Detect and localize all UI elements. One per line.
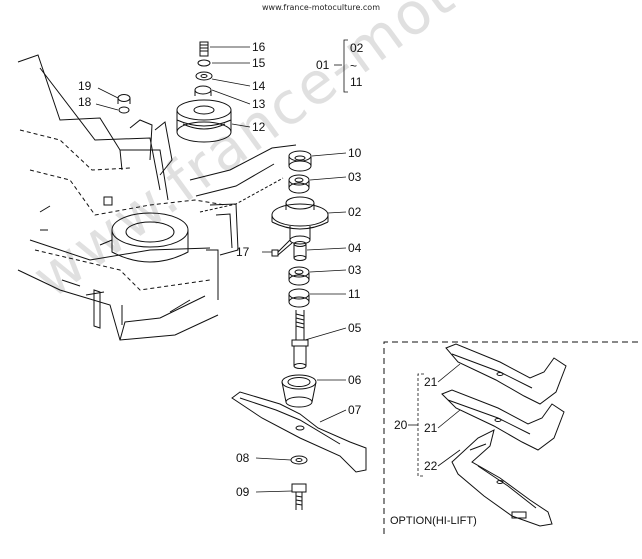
- callout-18: 18: [78, 95, 92, 109]
- callout-02: 02: [348, 205, 362, 219]
- leader-lines: [95, 46, 461, 493]
- callout-05: 05: [348, 321, 362, 335]
- option-box-border: [383, 341, 642, 534]
- bracket-tilde: ~: [350, 59, 357, 73]
- bracket-top-label: 02: [350, 41, 364, 55]
- callout-03-upper: 03: [348, 170, 362, 184]
- callout-03-lower: 03: [348, 263, 362, 277]
- washer-bolt-08-09: [290, 455, 308, 510]
- callout-10: 10: [348, 146, 362, 160]
- callout-15: 15: [252, 56, 266, 70]
- blade-07: [231, 391, 367, 473]
- callout-17: 17: [236, 245, 250, 259]
- option-hi-lift-title: OPTION(HI-LIFT): [390, 515, 477, 527]
- callout-19: 19: [78, 79, 92, 93]
- hi-lift-blades: [441, 343, 567, 527]
- callout-06: 06: [348, 373, 362, 387]
- option-group-bracket-20: [417, 373, 424, 477]
- source-url: www.france-motoculture.com: [261, 3, 380, 12]
- callout-14: 14: [252, 79, 266, 93]
- callout-labels: 16 15 14 13 12 19 18 10 03 02 17 04 03 1…: [78, 40, 477, 527]
- bracket-bottom-label: 11: [350, 75, 363, 89]
- callout-16: 16: [252, 40, 266, 54]
- pulley-assembly: [176, 41, 232, 143]
- callout-09: 09: [236, 485, 250, 499]
- callout-11: 11: [348, 287, 361, 301]
- callout-21-upper: 21: [424, 375, 438, 389]
- callout-07: 07: [348, 403, 362, 417]
- callout-20: 20: [394, 418, 408, 432]
- callout-21-lower: 21: [424, 421, 438, 435]
- callout-12: 12: [252, 120, 266, 134]
- bracket-main-label: 01: [316, 58, 330, 72]
- bolt-nut-18-19: [117, 94, 131, 114]
- callout-08: 08: [236, 451, 250, 465]
- mower-deck-housing: [17, 54, 297, 341]
- group-bracket-01: [334, 39, 348, 93]
- callout-04: 04: [348, 241, 362, 255]
- spindle-assembly: [271, 150, 329, 408]
- callout-13: 13: [252, 97, 266, 111]
- callout-22: 22: [424, 459, 438, 473]
